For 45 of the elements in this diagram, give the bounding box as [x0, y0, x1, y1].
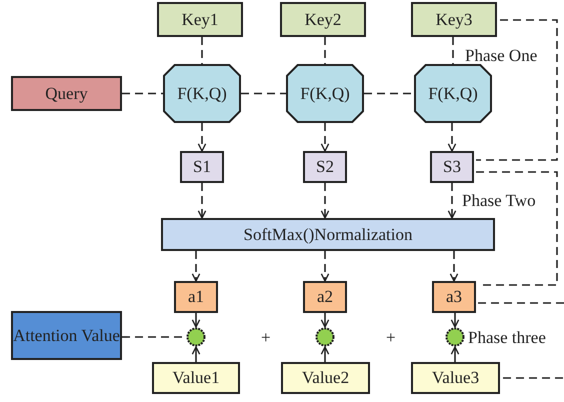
- arrow: [320, 123, 330, 152]
- phase-label: Phase One: [465, 47, 538, 64]
- arrow: [198, 183, 206, 219]
- attention-value-box: Attention Value: [11, 311, 122, 360]
- key-box: Key3: [411, 2, 497, 37]
- value-box: Value3: [411, 362, 500, 394]
- connector-line: [122, 92, 163, 94]
- weight-box: a1: [174, 281, 218, 313]
- key-box: Key1: [157, 2, 243, 37]
- arrow: [198, 123, 206, 152]
- arrow: [450, 346, 460, 362]
- arrow: [192, 346, 200, 362]
- function-octagon: F(K,Q): [163, 64, 241, 123]
- score-box: S1: [180, 151, 224, 183]
- arrow: [320, 313, 330, 328]
- arrow: [192, 251, 200, 282]
- weight-box: a3: [432, 281, 476, 313]
- score-box: S2: [303, 151, 347, 183]
- connector-line: [241, 92, 286, 94]
- softmax-box: SoftMax()Normalization: [161, 218, 495, 251]
- multiply-circle: [315, 327, 335, 347]
- multiply-circle: [186, 327, 206, 347]
- connector-line: [364, 92, 414, 94]
- arrow: [450, 251, 458, 282]
- multiply-circle: [445, 327, 465, 347]
- arrow: [320, 251, 330, 282]
- arrow: [192, 313, 200, 328]
- phase-label: Phase three: [468, 329, 546, 346]
- connector-line: [452, 37, 454, 64]
- arrow: [450, 313, 460, 328]
- value-box: Value1: [152, 362, 240, 394]
- function-octagon: F(K,Q): [414, 64, 492, 123]
- value-box: Value2: [281, 362, 370, 394]
- phase-label: Phase Two: [462, 192, 536, 209]
- connector-line: [201, 37, 203, 64]
- arrow: [448, 123, 456, 152]
- arrow: [320, 346, 330, 362]
- weight-box: a2: [303, 281, 347, 313]
- key-box: Key2: [280, 2, 366, 37]
- query-box: Query: [11, 76, 122, 111]
- connector-line: [324, 37, 326, 64]
- arrow: [448, 183, 456, 219]
- score-box: S3: [430, 151, 474, 183]
- function-octagon: F(K,Q): [286, 64, 364, 123]
- arrow: [320, 183, 330, 219]
